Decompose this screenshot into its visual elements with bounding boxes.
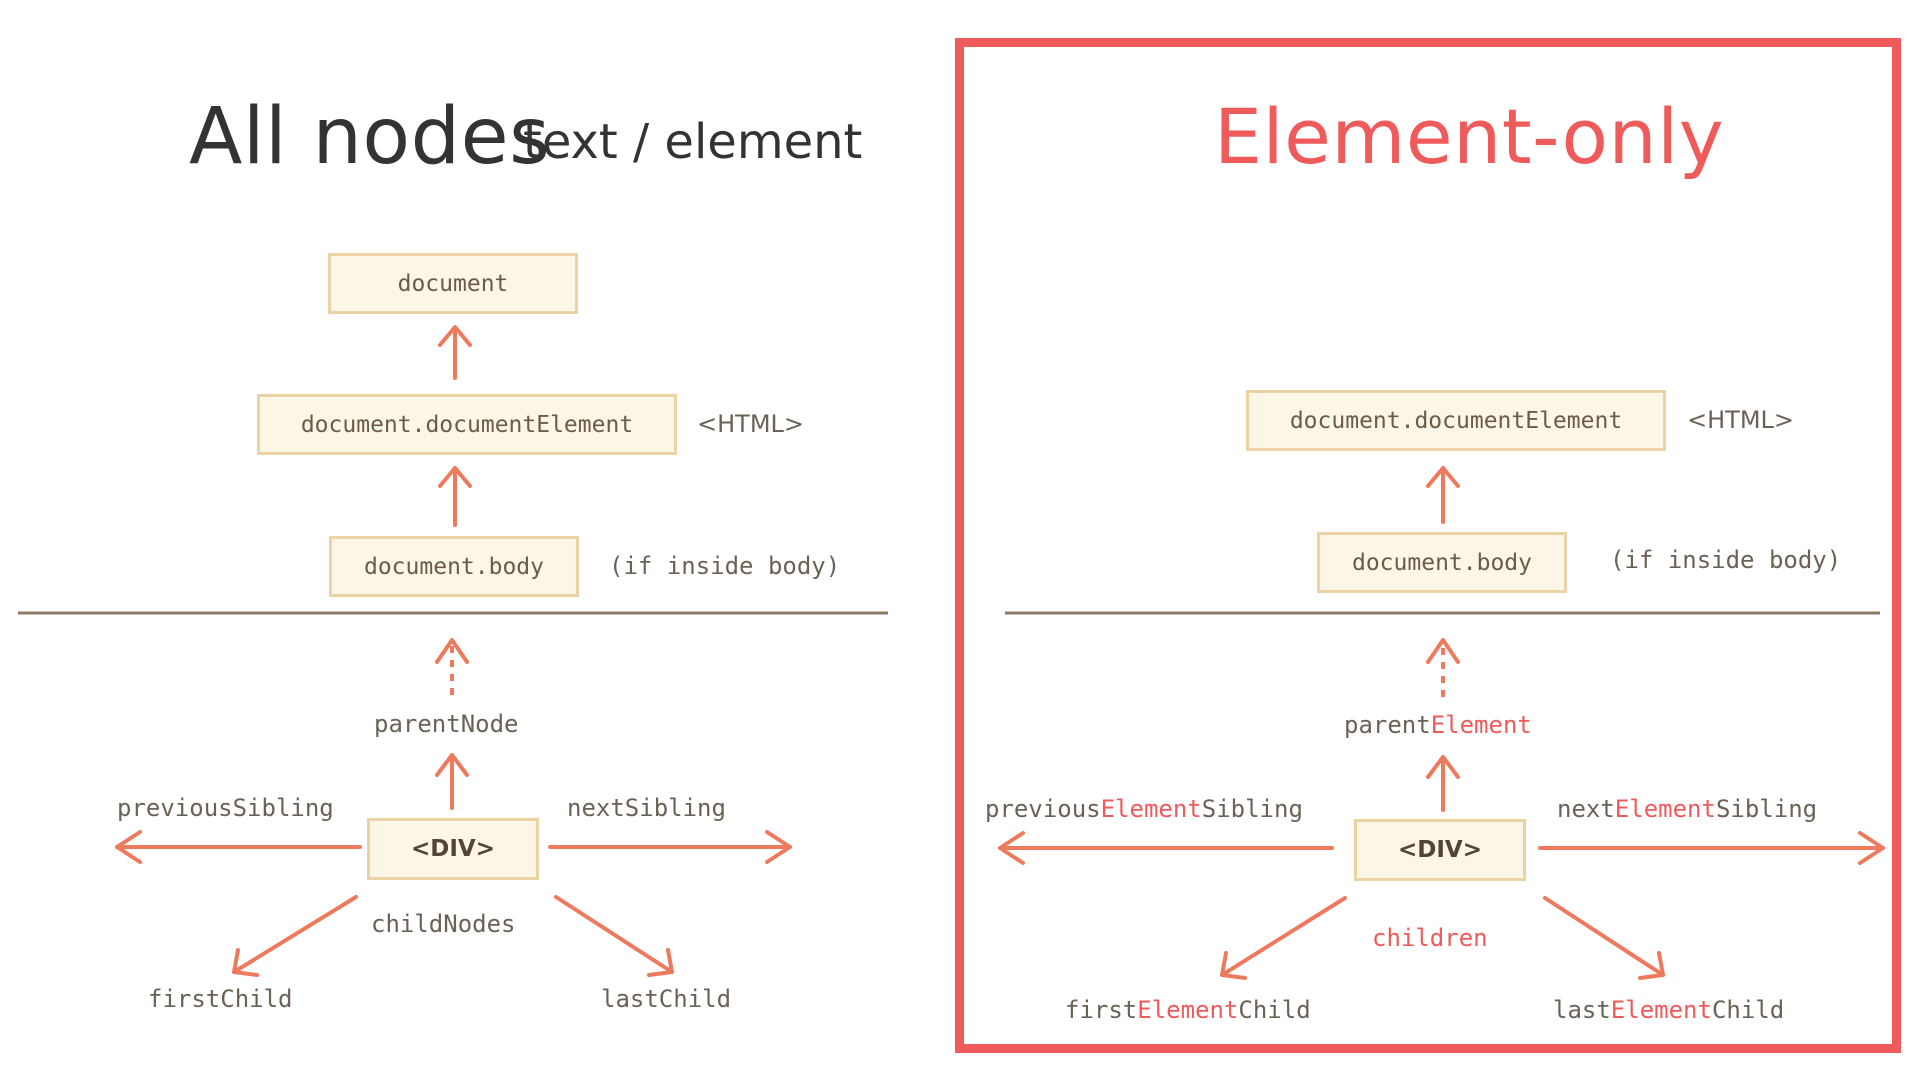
left-previoussibling-label: previousSibling (117, 794, 334, 822)
right-lastelementchild-label: lastElementChild (1553, 996, 1784, 1024)
right-parentelement-hl: Element (1430, 711, 1532, 739)
right-title: Element-only (1214, 92, 1725, 181)
left-html-tag-label: <HTML> (697, 410, 805, 438)
right-arrow-last-element-child (1543, 896, 1665, 980)
right-children-label: children (1372, 924, 1488, 952)
left-subtitle: text / element (523, 114, 863, 170)
left-arrow-first-child (232, 895, 358, 977)
left-childnodes-label: childNodes (371, 910, 516, 938)
left-node-document: document (328, 253, 578, 314)
left-nextsibling-label: nextSibling (567, 794, 726, 822)
right-arrow-div-to-parent (1426, 755, 1460, 812)
right-previous-hl: Element (1100, 795, 1202, 823)
right-previous-post: Sibling (1201, 795, 1303, 823)
left-node-body-label: document.body (363, 553, 544, 580)
right-nextelementsibling-label: nextElementSibling (1557, 795, 1817, 823)
right-next-post: Sibling (1715, 795, 1818, 823)
right-first-post: Child (1238, 996, 1311, 1024)
left-node-div: <DIV> (367, 818, 539, 880)
left-node-body: document.body (329, 536, 579, 597)
right-node-div: <DIV> (1354, 819, 1526, 881)
right-firstelementchild-label: firstElementChild (1065, 996, 1311, 1024)
right-arrow-parentelement-dashed (1426, 638, 1460, 697)
right-arrow-next-element-sibling (1538, 831, 1885, 865)
left-arrow-div-to-parent (435, 753, 469, 810)
left-node-document-element: document.documentElement (257, 394, 677, 455)
left-node-document-element-label: document.documentElement (300, 411, 634, 438)
left-parentnode-label: parentNode (374, 710, 519, 738)
left-arrow-body-to-html (438, 466, 472, 527)
right-first-pre: first (1065, 996, 1138, 1024)
right-next-pre: next (1557, 795, 1615, 823)
left-node-div-label: <DIV> (411, 836, 495, 862)
element-only-frame (955, 38, 1901, 1053)
right-if-inside-body-label: (if inside body) (1610, 546, 1842, 574)
left-if-inside-body-label: (if inside body) (609, 552, 841, 580)
right-last-pre: last (1553, 996, 1611, 1024)
right-last-post: Child (1711, 996, 1785, 1024)
right-node-body: document.body (1317, 532, 1567, 593)
left-arrow-last-child (554, 895, 674, 977)
right-arrow-previous-element-sibling (998, 831, 1334, 865)
right-node-div-label: <DIV> (1398, 837, 1482, 863)
right-previouselementsibling-label: previousElementSibling (985, 795, 1303, 823)
right-first-hl: Element (1137, 996, 1239, 1024)
right-arrow-body-to-html (1426, 466, 1460, 524)
right-parentelement-label: parentElement (1344, 711, 1532, 739)
left-lastchild-label: lastChild (601, 985, 732, 1013)
left-firstchild-label: firstChild (148, 985, 293, 1013)
left-title: All nodes (189, 92, 551, 182)
right-previous-pre: previous (985, 795, 1101, 823)
right-parentelement-pre: parent (1344, 711, 1431, 739)
right-html-tag-label: <HTML> (1687, 406, 1795, 434)
left-arrow-parentnode-dashed (435, 638, 469, 695)
left-node-document-label: document (397, 270, 509, 297)
right-arrow-first-element-child (1220, 896, 1347, 980)
right-node-document-element-label: document.documentElement (1289, 407, 1623, 434)
right-node-body-label: document.body (1351, 549, 1532, 576)
right-node-document-element: document.documentElement (1246, 390, 1666, 451)
left-arrow-html-to-document (438, 325, 472, 380)
right-last-hl: Element (1610, 996, 1712, 1024)
right-next-hl: Element (1614, 795, 1716, 823)
left-arrow-previous-sibling (115, 830, 362, 864)
left-arrow-next-sibling (548, 830, 792, 864)
